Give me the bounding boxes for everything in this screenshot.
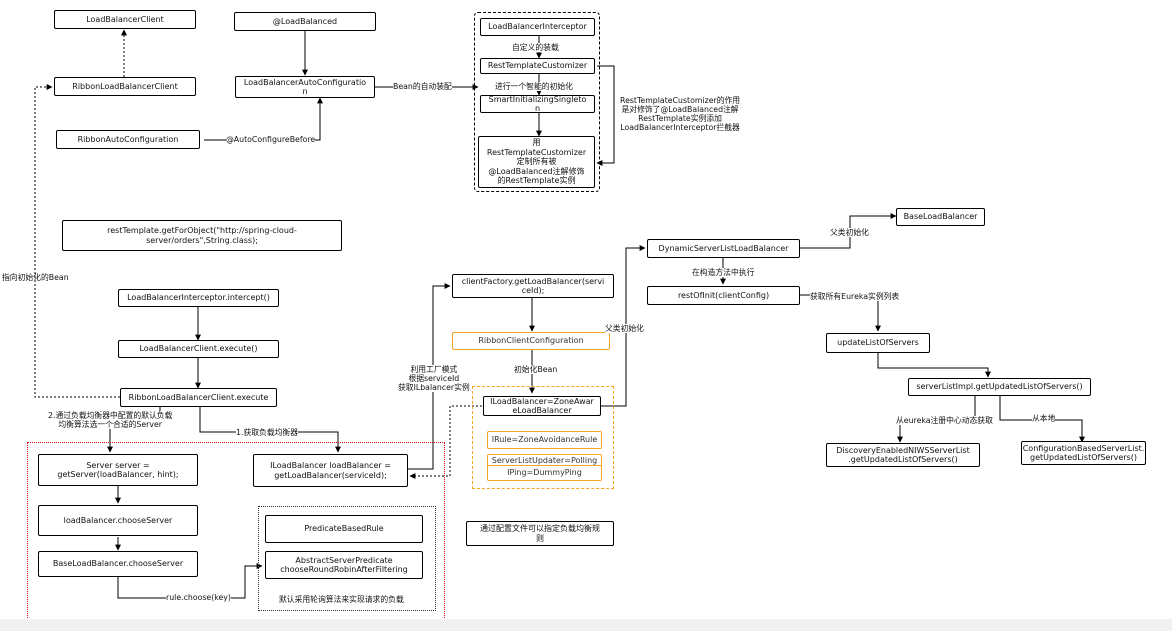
edge-autoconfigurebefore <box>204 97 323 141</box>
load-balancer-client-node: LoadBalancerClient <box>54 10 196 29</box>
label-constructor: 在构造方法中执行 <box>692 268 755 277</box>
label-point-bean: 指向初始化的Bean <box>2 273 69 282</box>
load-balanced-annotation-node: @LoadBalanced <box>234 12 376 31</box>
edge-zoneaware-return <box>409 405 482 479</box>
zone-aware-load-balancer-node: ILoadBalancer=ZoneAwar eLoadBalancer <box>483 396 601 416</box>
rule-group <box>258 506 436 611</box>
configuration-based-node: ConfigurationBasedServerList. getUpdated… <box>1021 441 1146 465</box>
label-customizer-note: RestTemplateCustomizer的作用 是对修饰了@LoadBala… <box>620 96 741 132</box>
ribbon-execute-node: RibbonLoadBalancerClient.execute <box>120 388 277 407</box>
label-choose-server-note: 2.通过负载均衡器中配置的默认负载 均衡算法选一个合适的Server <box>48 411 173 429</box>
label-auto-configure-before: @AutoConfigureBefore <box>226 135 316 144</box>
label-factory-note: 利用工厂模式 根据serviceId 获取ILbalancer实例 <box>398 365 470 392</box>
rest-of-init-node: restOfInit(clientConfig) <box>647 286 800 305</box>
irule-node: IRule=ZoneAvoidanceRule <box>487 431 602 449</box>
iping-box: IPing=DummyPing <box>487 465 602 481</box>
edge-customizer-loop <box>596 65 615 166</box>
config-note-node: 通过配置文件可以指定负载均衡规 则 <box>466 521 614 546</box>
client-factory-node: clientFactory.getLoadBalancer(servi ceId… <box>452 274 614 298</box>
update-list-of-servers-node: updateListOfServers <box>826 333 930 353</box>
get-server-node: Server server = getServer(loadBalancer, … <box>38 454 198 486</box>
smart-initializing-singleton-node: SmartInitializingSingleto n <box>480 95 595 113</box>
ribbon-load-balancer-client-node: RibbonLoadBalancerClient <box>54 77 196 96</box>
load-balancer-auto-configuration-node: LoadBalancerAutoConfiguratio n <box>235 76 375 98</box>
choose-server-node: loadBalancer.chooseServer <box>38 505 198 536</box>
label-parent-init-1: 父类初始化 <box>605 324 644 333</box>
base-choose-server-node: BaseLoadBalancer.chooseServer <box>38 551 198 577</box>
abstract-server-predicate-node: AbstractServerPredicate chooseRoundRobin… <box>265 551 423 579</box>
rest-template-customizer-node: RestTemplateCustomizer <box>480 58 595 74</box>
discovery-enabled-node: DiscoveryEnabledNIWSServerList .getUpdat… <box>826 443 980 467</box>
label-get-lb-step: 1.获取负载均衡器 <box>236 428 299 437</box>
edge-point-bean <box>34 84 120 398</box>
label-fetch-eureka: 获取所有Eureka实例列表 <box>810 292 900 301</box>
load-balancer-interceptor-node: LoadBalancerInterceptor <box>480 18 595 36</box>
label-from-local: 从本地 <box>1032 414 1056 423</box>
server-list-impl-node: serverListImpl.getUpdatedListOfServers() <box>908 378 1091 396</box>
label-default-round-robin: 默认采用轮询算法来实现请求的负载 <box>279 595 404 604</box>
label-init-bean: 初始化Bean <box>514 365 558 374</box>
dynamic-server-list-lb-node: DynamicServerListLoadBalancer <box>647 239 800 258</box>
base-load-balancer-node: BaseLoadBalancer <box>896 208 985 226</box>
load-balancer-client-execute-node: LoadBalancerClient.execute() <box>118 340 279 358</box>
interceptor-group <box>474 12 600 192</box>
label-smart-init: 进行一个智能的初始化 <box>495 82 573 91</box>
label-parent-init-2: 父类初始化 <box>830 228 869 237</box>
ribbon-auto-configuration-node: RibbonAutoConfiguration <box>56 130 200 149</box>
edge-rule-choose <box>117 563 263 599</box>
customize-all-node: 用 RestTemplateCustomizer 定制所有被 @LoadBala… <box>478 136 595 188</box>
label-custom-assembly: 自定义的装载 <box>512 43 559 52</box>
ribbon-config-group <box>472 386 614 489</box>
edge-server-list-impl <box>877 352 991 378</box>
interceptor-intercept-node: LoadBalancerInterceptor.intercept() <box>118 289 279 307</box>
label-auto-assembly: Bean的自动装配 <box>393 82 452 91</box>
predicate-based-rule-node: PredicateBasedRule <box>265 515 423 543</box>
label-from-eureka: 从eureka注册中心动态获取 <box>896 416 993 425</box>
ribbon-client-configuration-node: RibbonClientConfiguration <box>452 332 610 350</box>
get-load-balancer-node: ILoadBalancer loadBalancer = getLoadBala… <box>253 454 408 487</box>
label-rule-choose: rule.choose(key) <box>166 593 231 602</box>
rest-template-call-node: restTemplate.getForObject("http://spring… <box>62 220 342 251</box>
bottom-scrollbar[interactable] <box>0 619 1172 631</box>
